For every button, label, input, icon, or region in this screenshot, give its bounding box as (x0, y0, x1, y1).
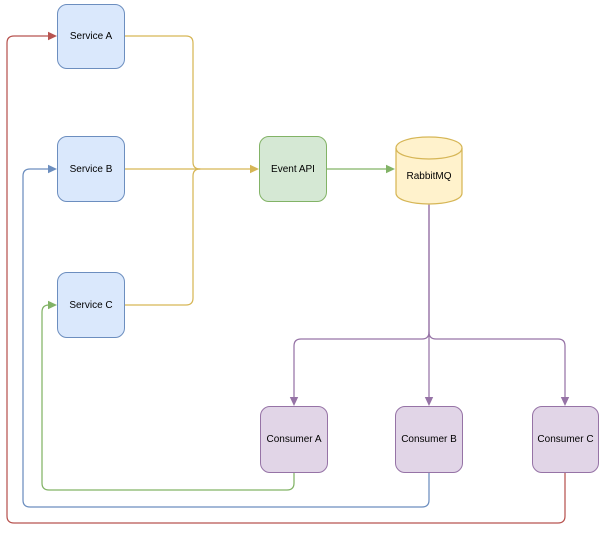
node-consumer-b[interactable]: Consumer B (395, 406, 463, 473)
edge-line (6, 35, 566, 524)
arrowhead-icon (48, 31, 57, 41)
node-label: Service B (69, 163, 113, 175)
edge-service-a-to-event-api[interactable] (124, 35, 201, 170)
edge-line (124, 168, 201, 306)
node-service-a[interactable]: Service A (57, 4, 125, 69)
node-label: Service A (69, 31, 113, 42)
node-service-c[interactable]: Service C (57, 272, 125, 338)
cylinder-rim (395, 147, 463, 160)
node-rabbitmq[interactable]: RabbitMQ (395, 136, 463, 205)
node-consumer-a[interactable]: Consumer A (260, 406, 328, 473)
arrowhead-icon (424, 397, 434, 406)
cylinder-body (395, 136, 463, 205)
edge-service-c-to-event-api[interactable] (124, 168, 201, 306)
arrowhead-icon (560, 397, 570, 406)
edge-event-api-to-rabbitmq[interactable] (326, 164, 395, 174)
edge-consumer-c-to-service-a[interactable] (6, 31, 566, 524)
node-event-api[interactable]: Event API (259, 136, 327, 202)
node-service-b[interactable]: Service B (57, 136, 125, 202)
edge-consumer-a-to-service-c[interactable] (41, 300, 295, 491)
edge-rabbitmq-to-consumer-a[interactable] (289, 204, 430, 406)
edge-rabbitmq-to-consumer-b[interactable] (424, 204, 434, 406)
arrowhead-icon (48, 300, 57, 310)
edge-rabbitmq-to-consumer-c[interactable] (428, 331, 570, 406)
edge-consumer-b-to-service-b[interactable] (22, 164, 430, 508)
cylinder-icon (395, 136, 463, 205)
arrowhead-icon (386, 164, 395, 174)
node-label: Consumer B (401, 434, 457, 445)
node-consumer-c[interactable]: Consumer C (532, 406, 599, 473)
edge-line (22, 168, 430, 508)
node-label: Service C (69, 299, 113, 311)
edge-line (293, 204, 430, 398)
edge-line (428, 331, 566, 398)
edge-line (41, 304, 295, 491)
node-label: Event API (271, 163, 315, 175)
arrowhead-icon (250, 164, 259, 174)
arrowhead-icon (48, 164, 57, 174)
edge-service-b-to-event-api[interactable] (124, 164, 259, 174)
arrowhead-icon (289, 397, 299, 406)
node-label: Consumer C (537, 434, 594, 445)
node-label: Consumer A (266, 434, 322, 445)
edge-line (124, 35, 201, 170)
